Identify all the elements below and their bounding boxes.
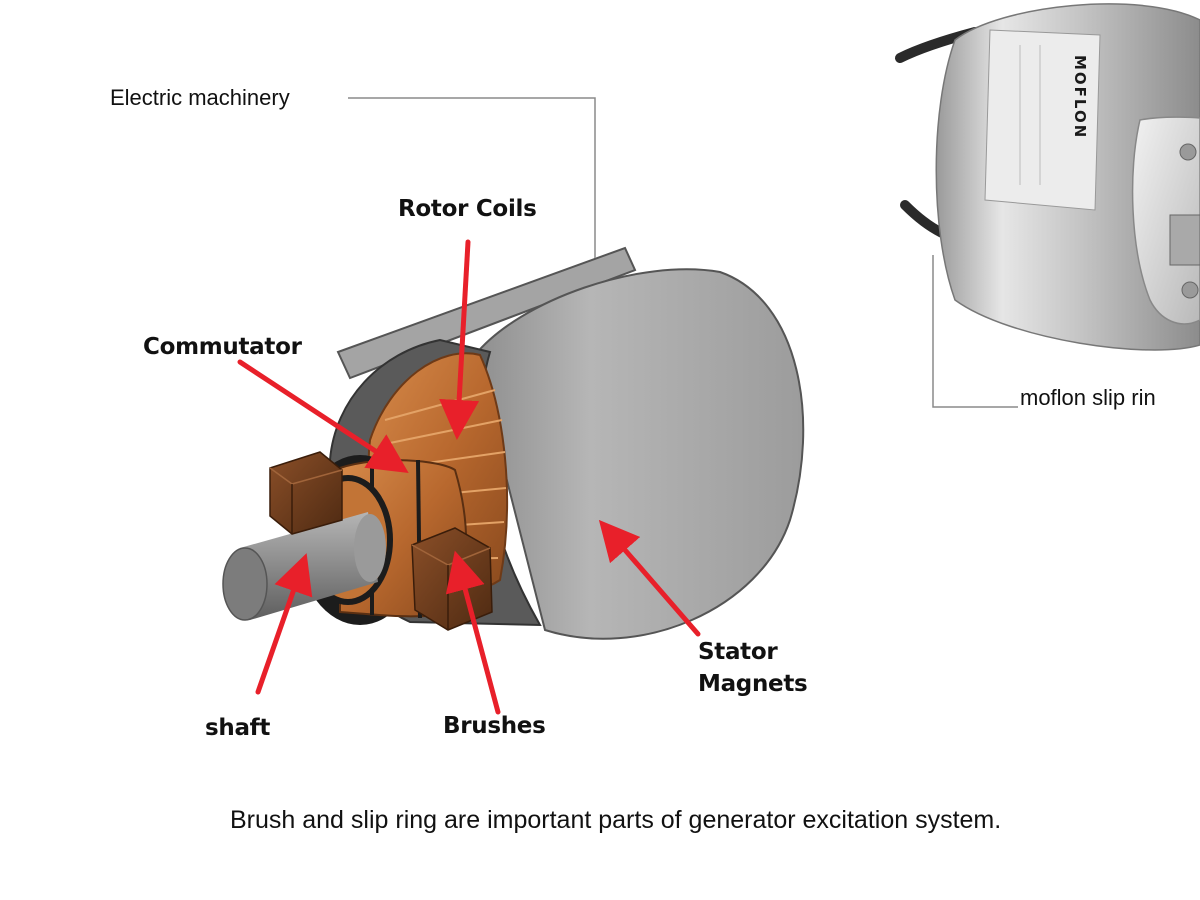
rotor-coils-arrow — [439, 239, 480, 440]
arrows — [237, 239, 701, 715]
label-rotor-coils: Rotor Coils — [398, 196, 537, 222]
label-stator-line2: Magnets — [698, 671, 808, 697]
leader-lines — [348, 97, 1018, 408]
brushes-arrow — [445, 550, 501, 715]
label-electric-machinery: Electric machinery — [110, 85, 290, 110]
stator-cylinder — [473, 268, 805, 640]
slip-ring-illustration: MOFLON — [895, 3, 1200, 351]
caption: Brush and slip ring are important parts … — [230, 806, 1002, 834]
slip-ring-brand: MOFLON — [1071, 55, 1089, 139]
commutator-arrow — [237, 359, 409, 473]
shaft-arrow — [255, 553, 313, 695]
label-stator-line1: Stator — [698, 639, 778, 665]
slip-ring-label-plate — [984, 29, 1101, 211]
electric-machinery-leader — [348, 97, 596, 258]
label-slip-ring: moflon slip rin — [1020, 385, 1156, 410]
brush-lower — [411, 527, 493, 631]
housing-cutaway-strip — [336, 246, 637, 380]
label-commutator: Commutator — [143, 334, 302, 360]
brush-upper — [269, 451, 343, 535]
slip-ring-leader — [932, 255, 1018, 408]
label-shaft: shaft — [205, 715, 271, 741]
slip-ring-cap — [1131, 116, 1200, 325]
stator-arrow — [598, 519, 701, 637]
motor-illustration — [222, 246, 805, 640]
label-brushes: Brushes — [443, 713, 546, 739]
